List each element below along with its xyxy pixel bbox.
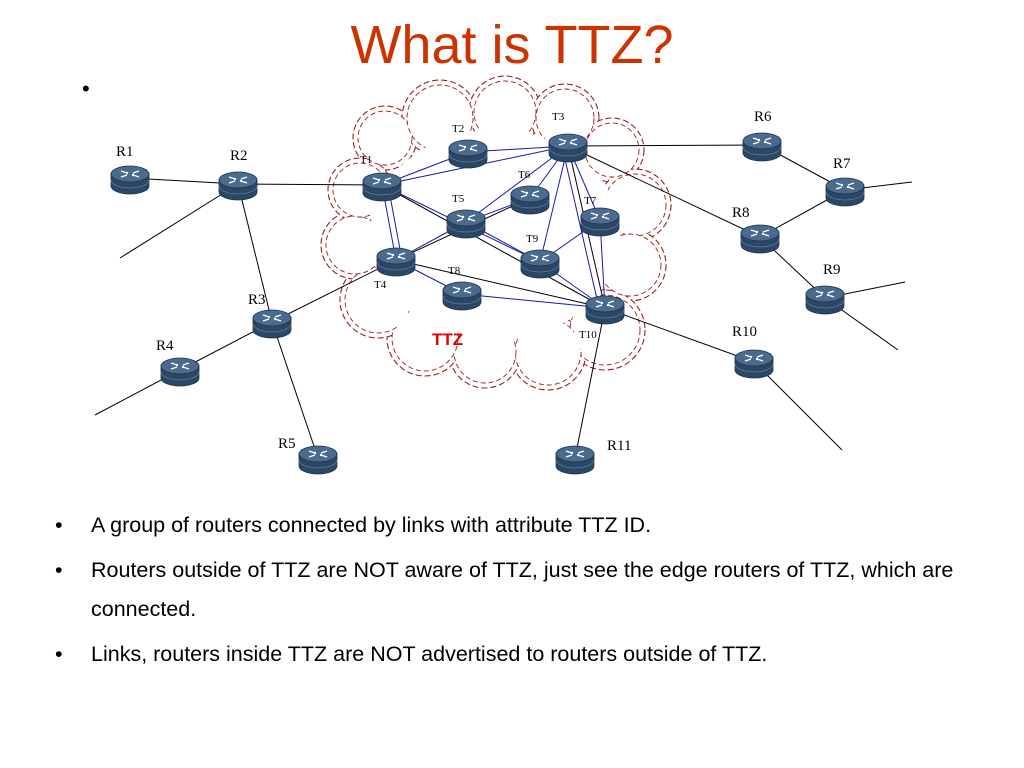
router-r8: R8 (732, 205, 780, 254)
router-icon (252, 309, 292, 339)
router-icon (740, 224, 780, 254)
router-label: T3 (552, 111, 565, 123)
router-label: R3 (248, 292, 266, 308)
router-icon (585, 295, 625, 325)
bullet-mark: • (55, 642, 63, 666)
ttz-link (539, 145, 569, 263)
router-label: R2 (230, 148, 248, 164)
router-label: R1 (116, 144, 134, 160)
router-label: T5 (452, 193, 465, 205)
router-icon (734, 349, 774, 379)
ttz-router-t8: T8 (442, 265, 482, 311)
router-label: R4 (156, 338, 174, 354)
ttz-router-t4: T4 (374, 247, 416, 291)
external-link-stub (753, 361, 843, 451)
router-icon (376, 247, 416, 277)
router-label: T2 (452, 123, 464, 135)
bullet-item: • Routers outside of TTZ are NOT aware o… (52, 551, 972, 629)
ttz-router-t5: T5 (446, 193, 486, 239)
outside-link (567, 144, 763, 147)
router-icon (510, 185, 550, 215)
ttz-link (395, 259, 606, 309)
router-label: R7 (833, 156, 851, 172)
router-icon (446, 209, 486, 239)
ttz-router-t2: T2 (448, 123, 488, 169)
router-r9: R9 (805, 262, 845, 315)
bullet-item: • Links, routers inside TTZ are NOT adve… (52, 635, 972, 674)
router-r1: R1 (110, 144, 150, 195)
router-r4: R4 (156, 338, 200, 387)
outside-link (604, 307, 755, 363)
router-icon (448, 139, 488, 169)
ttz-router-t9: T9 (520, 233, 560, 279)
outside-link (574, 307, 606, 459)
router-icon (742, 132, 782, 162)
router-label: R8 (732, 205, 750, 221)
router-r3: R3 (248, 292, 292, 339)
router-r6: R6 (742, 109, 782, 162)
ttz-router-t1: T1 (360, 154, 402, 202)
router-icon (548, 133, 588, 163)
router-label: T4 (374, 279, 387, 291)
ttz-router-t6: T6 (510, 169, 550, 215)
router-r5: R5 (278, 436, 338, 475)
ttz-router-t7: T7 (580, 195, 620, 237)
router-icon (520, 249, 560, 279)
router-label: T9 (526, 233, 539, 245)
router-r11: R11 (555, 438, 631, 475)
router-label: R6 (754, 109, 772, 125)
outside-link (271, 259, 397, 323)
slide-title: What is TTZ? (350, 15, 674, 75)
ttz-link (465, 145, 569, 223)
stray-bullet-mark: • (82, 76, 90, 101)
bullet-text: Links, routers inside TTZ are NOT advert… (91, 642, 768, 666)
router-r10: R10 (732, 324, 774, 379)
router-label: R9 (823, 262, 841, 278)
external-link-stub (119, 183, 239, 259)
router-icon (218, 171, 258, 201)
bullet-text: A group of routers connected by links wi… (91, 513, 652, 537)
bullet-text: Routers outside of TTZ are NOT aware of … (91, 558, 954, 621)
router-label: T10 (579, 329, 597, 341)
router-label: R5 (278, 436, 296, 452)
ttz-link (461, 293, 606, 309)
outside-link (237, 183, 273, 323)
ttz-zone-label: TTZ (432, 330, 463, 349)
ttz-boundary-cloud (320, 75, 672, 391)
ttz-router-t10: T10 (579, 295, 625, 341)
bullet-item: • A group of routers connected by links … (52, 506, 972, 545)
router-label: T7 (584, 195, 597, 207)
router-label: R10 (732, 324, 757, 340)
ttz-router-t3: T3 (548, 111, 588, 163)
ttz-link (381, 184, 606, 309)
router-icon (805, 285, 845, 315)
bullet-mark: • (55, 513, 63, 537)
router-label: T6 (518, 169, 531, 181)
router-r2: R2 (218, 148, 258, 201)
router-icon (362, 172, 402, 202)
router-r7: R7 (825, 156, 865, 207)
router-icon (160, 357, 200, 387)
router-icon (825, 177, 865, 207)
router-icon (580, 207, 620, 237)
bullet-mark: • (55, 558, 63, 582)
router-icon (555, 445, 595, 475)
router-label: R11 (607, 438, 631, 454)
router-icon (442, 281, 482, 311)
router-icon (110, 165, 150, 195)
router-label: T1 (360, 154, 372, 166)
bullet-list: • A group of routers connected by links … (52, 506, 972, 680)
outside-link (237, 183, 383, 186)
router-label: T8 (448, 265, 461, 277)
router-icon (298, 445, 338, 475)
outside-link (271, 321, 319, 459)
outside-link (567, 145, 761, 238)
